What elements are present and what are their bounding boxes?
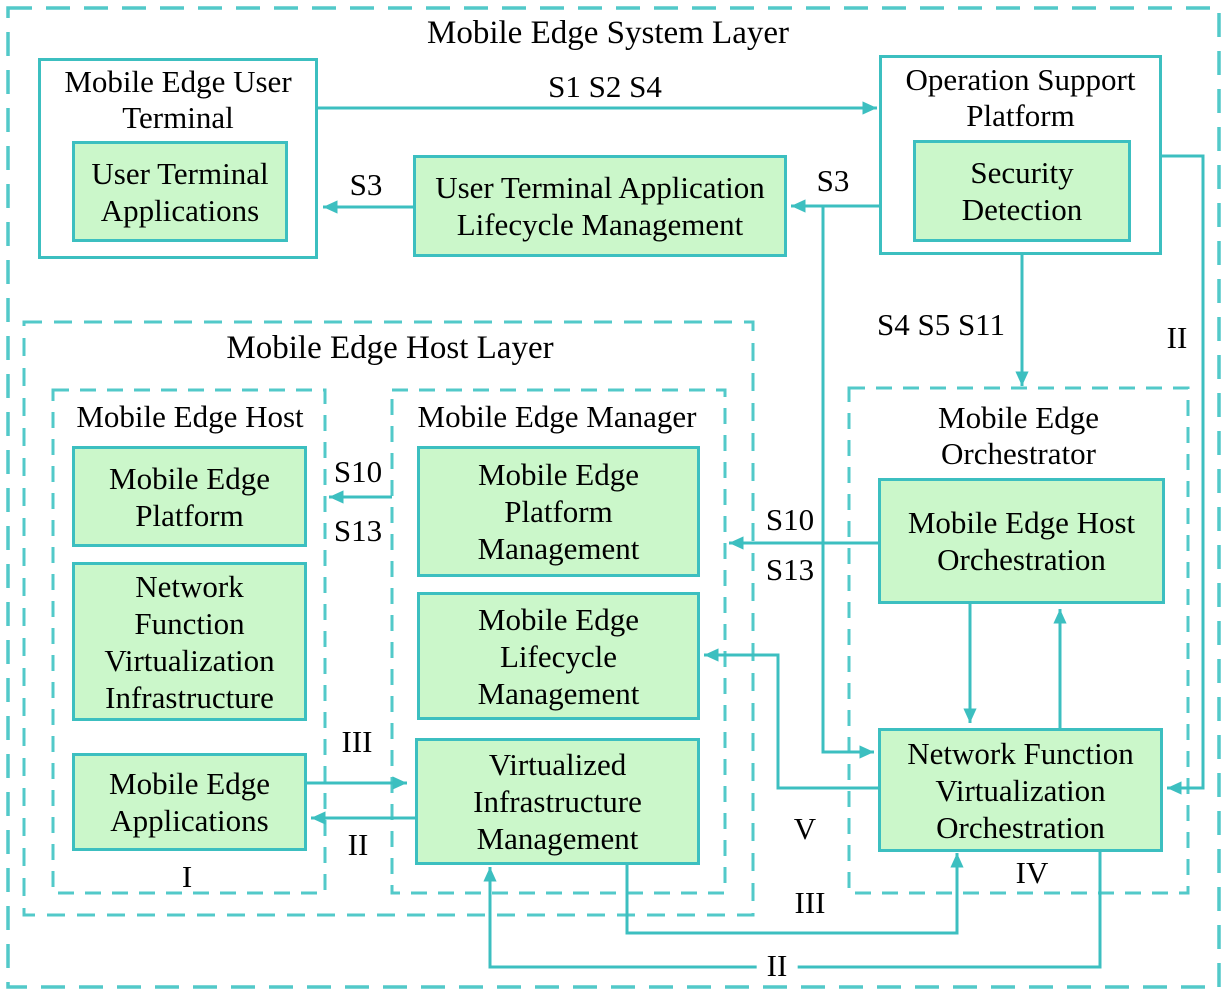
label-s3-left: S3 xyxy=(349,167,383,202)
label-ii-right: II xyxy=(1166,320,1188,355)
ut-app-lifecycle-management-box: User Terminal Application Lifecycle Mana… xyxy=(413,155,787,257)
mobile-edge-host-border xyxy=(51,388,327,895)
user-terminal-applications-box: User Terminal Applications xyxy=(72,141,288,242)
nfv-orchestration-box: Network Function Virtualization Orchestr… xyxy=(878,728,1163,852)
label-iii-bottom: III xyxy=(794,885,826,920)
label-s13-orchestrator: S13 xyxy=(765,552,815,587)
mobile-edge-manager-title: Mobile Edge Manager xyxy=(417,399,697,434)
label-iii-host: III xyxy=(341,724,373,759)
nfv-infrastructure-box: Network Function Virtualization Infrastr… xyxy=(72,562,307,721)
system-layer-border xyxy=(6,6,1221,989)
label-i: I xyxy=(181,859,193,894)
label-ii-host: II xyxy=(347,827,369,862)
mobile-edge-manager-border xyxy=(390,388,727,895)
mobile-edge-platform-box: Mobile Edge Platform xyxy=(72,446,307,547)
label-s10-host: S10 xyxy=(333,454,383,489)
host-layer-border xyxy=(22,320,755,917)
mobile-edge-orchestrator-border xyxy=(847,386,1190,895)
label-ii-bottom: II xyxy=(756,950,798,982)
mobile-edge-host-title: Mobile Edge Host xyxy=(76,399,304,434)
mobile-edge-applications-box: Mobile Edge Applications xyxy=(72,753,307,851)
system-layer-title: Mobile Edge System Layer xyxy=(426,15,790,51)
label-v: V xyxy=(793,811,817,846)
label-s1-s2-s4: S1 S2 S4 xyxy=(548,69,662,104)
me-platform-management-box: Mobile Edge Platform Management xyxy=(417,446,700,577)
virtualized-infrastructure-management-box: Virtualized Infrastructure Management xyxy=(415,738,700,865)
mobile-edge-orchestrator-title: Mobile Edge Orchestrator xyxy=(938,400,1099,471)
host-layer-title: Mobile Edge Host Layer xyxy=(226,330,554,366)
operation-support-platform-title: Operation Support Platform xyxy=(905,62,1136,133)
security-detection-box: Security Detection xyxy=(913,140,1131,242)
mobile-edge-user-terminal-title: Mobile Edge User Terminal xyxy=(64,64,292,135)
connector-iii-vim-to-nfvo xyxy=(625,853,964,935)
label-s3-right: S3 xyxy=(816,163,850,198)
connector-ii-osp-to-nfvo xyxy=(1162,154,1205,795)
me-host-orchestration-box: Mobile Edge Host Orchestration xyxy=(878,478,1165,604)
label-s10-orchestrator: S10 xyxy=(765,502,815,537)
connector-v-nfvo-to-melm xyxy=(704,648,878,790)
label-iv: IV xyxy=(1015,855,1049,890)
label-s4-s5-s11: S4 S5 S11 xyxy=(876,307,1006,342)
connector-s3-branch-to-nfvo xyxy=(821,206,874,759)
label-s13-host: S13 xyxy=(333,513,383,548)
me-lifecycle-management-box: Mobile Edge Lifecycle Management xyxy=(417,592,700,720)
